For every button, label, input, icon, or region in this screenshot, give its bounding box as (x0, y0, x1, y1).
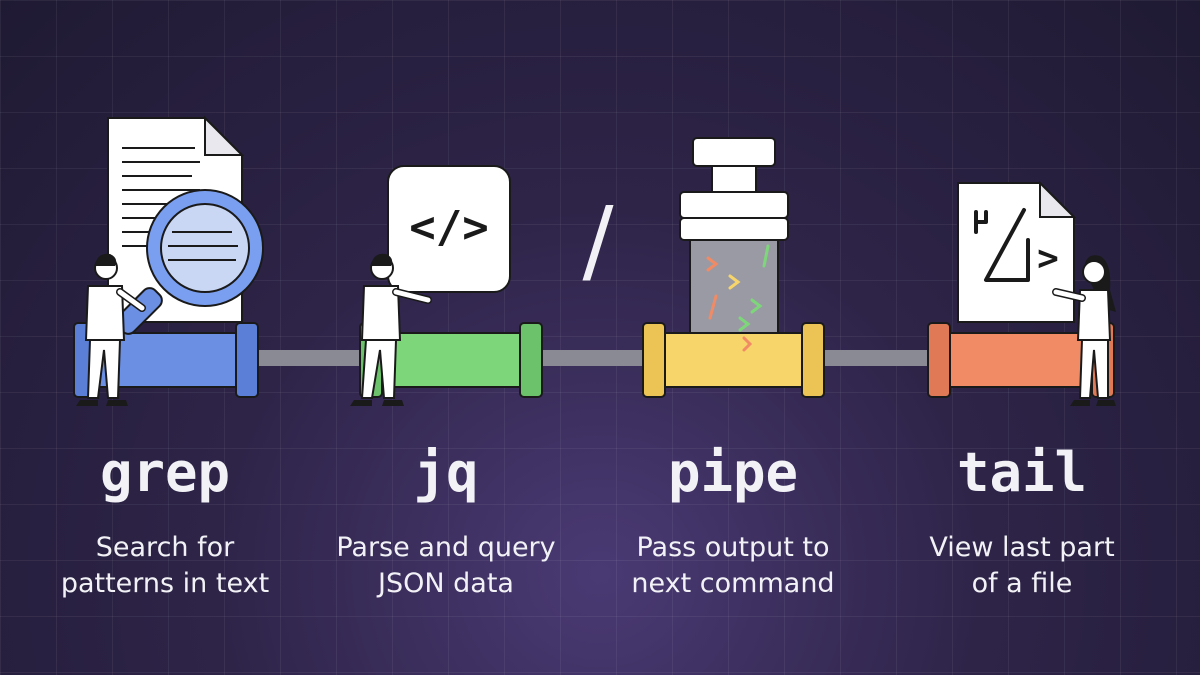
person-figure (76, 253, 146, 406)
person-figure (1052, 255, 1116, 406)
pipe-illustration (642, 137, 825, 398)
pipe-description-line-2: next command (631, 568, 835, 599)
tail-description: View last part of a file (872, 530, 1172, 602)
slash-icon: / (583, 187, 614, 294)
pipe-pipe (642, 322, 825, 398)
grep-description: Search for patterns in text (15, 530, 315, 602)
filter-press-icon (679, 137, 789, 337)
jq-description-line-2: JSON data (378, 568, 514, 599)
jq-title: jq (413, 441, 479, 504)
magnifier-icon (115, 189, 264, 335)
grep-description-line-1: Search for (95, 532, 235, 563)
tail-description-line-2: of a file (971, 568, 1073, 599)
jq-description-line-1: Parse and query (336, 532, 556, 563)
person-figure (350, 253, 432, 406)
pipe-connectors (255, 350, 932, 366)
grep-title: grep (99, 441, 231, 504)
tail-title: tail (956, 441, 1088, 504)
terminal-document-icon: > (957, 180, 1077, 323)
connector-jq-pipe (540, 350, 648, 366)
grep-illustration (73, 115, 264, 406)
connector-pipe-tail (822, 350, 932, 366)
tail-description-line-1: View last part (929, 532, 1115, 563)
tail-illustration: > (927, 180, 1116, 406)
tail-code-glyph: > (1037, 238, 1059, 279)
jq-illustration: </> (350, 165, 543, 406)
pipe-description-line-1: Pass output to (636, 532, 830, 563)
pipe-title: pipe (667, 441, 799, 504)
pipe-description: Pass output to next command (583, 530, 883, 602)
jq-description: Parse and query JSON data (296, 530, 596, 602)
jq-code-glyph: </> (409, 202, 488, 253)
grep-description-line-2: patterns in text (60, 568, 270, 599)
connector-grep-jq (255, 350, 385, 366)
code-brackets-icon: </> (387, 165, 511, 293)
